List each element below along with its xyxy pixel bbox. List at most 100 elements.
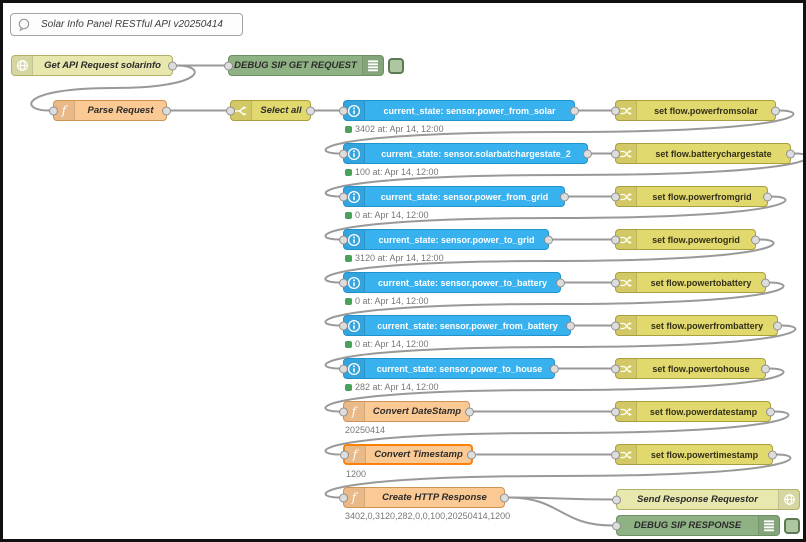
output-port[interactable] bbox=[583, 149, 592, 158]
input-port[interactable] bbox=[339, 321, 348, 330]
ha-current-state-node-power-from-battery[interactable]: current_state: sensor.power_from_battery… bbox=[339, 315, 575, 349]
output-port[interactable] bbox=[465, 407, 474, 416]
output-port[interactable] bbox=[306, 106, 315, 115]
input-port[interactable] bbox=[224, 61, 233, 70]
output-port[interactable] bbox=[751, 235, 760, 244]
change-node-set-powerdatestamp[interactable]: set flow.powerdatestamp bbox=[611, 401, 775, 422]
function-f-icon: f bbox=[344, 402, 365, 421]
shuffle-icon bbox=[616, 316, 637, 335]
info-icon bbox=[344, 230, 365, 249]
input-port[interactable] bbox=[339, 192, 348, 201]
output-port[interactable] bbox=[570, 106, 579, 115]
output-port[interactable] bbox=[766, 407, 775, 416]
output-port[interactable] bbox=[771, 106, 780, 115]
node-label: DEBUG SIP GET REQUEST bbox=[234, 60, 357, 71]
input-port[interactable] bbox=[611, 106, 620, 115]
input-port[interactable] bbox=[611, 235, 620, 244]
change-node-set-powertobattery[interactable]: set flow.powertobattery bbox=[611, 272, 770, 293]
function-node-create-http-response[interactable]: f Create HTTP Response 3402,0,3120,282,0… bbox=[339, 487, 510, 521]
output-port[interactable] bbox=[168, 61, 177, 70]
input-port[interactable] bbox=[339, 364, 348, 373]
ha-current-state-node-power-to-grid[interactable]: current_state: sensor.power_to_grid 3120… bbox=[339, 229, 553, 263]
switch-fork-icon bbox=[231, 101, 252, 120]
output-port[interactable] bbox=[773, 321, 782, 330]
function-node-convert-timestamp[interactable]: f Convert Timestamp 1200 bbox=[340, 444, 476, 479]
output-port[interactable] bbox=[560, 192, 569, 201]
input-port[interactable] bbox=[611, 321, 620, 330]
output-port[interactable] bbox=[763, 192, 772, 201]
change-node-set-powerfromgrid[interactable]: set flow.powerfromgrid bbox=[611, 186, 772, 207]
input-port[interactable] bbox=[339, 407, 348, 416]
input-port[interactable] bbox=[612, 521, 621, 530]
wire[interactable] bbox=[508, 496, 613, 527]
debug-node-response[interactable]: DEBUG SIP RESPONSE bbox=[612, 515, 800, 536]
output-port[interactable] bbox=[467, 450, 476, 459]
change-node-set-powertogrid[interactable]: set flow.powertogrid bbox=[611, 229, 760, 250]
input-port[interactable] bbox=[612, 495, 621, 504]
globe-icon bbox=[12, 56, 33, 75]
change-node-set-powertimestamp[interactable]: set flow.powertimestamp bbox=[611, 444, 777, 465]
node-label: current_state: sensor.power_to_battery bbox=[377, 277, 548, 288]
shuffle-icon bbox=[616, 101, 637, 120]
output-port[interactable] bbox=[786, 149, 795, 158]
input-port[interactable] bbox=[339, 235, 348, 244]
debug-console-icon bbox=[758, 516, 779, 535]
input-port[interactable] bbox=[611, 450, 620, 459]
input-port[interactable] bbox=[340, 450, 349, 459]
node-label: current_state: sensor.solarbatchargestat… bbox=[381, 148, 571, 159]
shuffle-icon bbox=[616, 273, 637, 292]
node-label: set flow.powerdatestamp bbox=[649, 406, 758, 417]
node-label: set flow.powerfromsolar bbox=[654, 105, 758, 116]
http-in-node[interactable]: Get API Request solarinfo bbox=[11, 55, 177, 76]
output-port[interactable] bbox=[556, 278, 565, 287]
debug-enable-toggle[interactable] bbox=[784, 518, 800, 534]
input-port[interactable] bbox=[611, 278, 620, 287]
function-node-convert-datestamp[interactable]: f Convert DateStamp 20250414 bbox=[339, 401, 474, 435]
change-node-set-batterychargestate[interactable]: set flow.batterychargestate bbox=[611, 143, 795, 164]
output-port[interactable] bbox=[566, 321, 575, 330]
ha-current-state-node-power-from-grid[interactable]: current_state: sensor.power_from_grid 0 … bbox=[339, 186, 569, 220]
input-port[interactable] bbox=[49, 106, 58, 115]
output-port[interactable] bbox=[544, 235, 553, 244]
output-port[interactable] bbox=[761, 278, 770, 287]
change-node-set-powerfrombattery[interactable]: set flow.powerfrombattery bbox=[611, 315, 782, 336]
output-port[interactable] bbox=[768, 450, 777, 459]
function-node-parse-request[interactable]: f Parse Request bbox=[49, 100, 171, 121]
node-label: Get API Request solarinfo bbox=[44, 60, 161, 71]
status-dot bbox=[345, 383, 352, 391]
ha-current-state-node-solarbatchargestate[interactable]: current_state: sensor.solarbatchargestat… bbox=[339, 143, 592, 177]
node-status: 3402 at: Apr 14, 12:00 bbox=[345, 124, 444, 134]
output-port[interactable] bbox=[500, 493, 509, 502]
output-port[interactable] bbox=[550, 364, 559, 373]
ha-current-state-node-power-to-battery[interactable]: current_state: sensor.power_to_battery 0… bbox=[339, 272, 565, 306]
switch-node-select-all[interactable]: Select all bbox=[226, 100, 315, 121]
svg-text:f: f bbox=[351, 405, 359, 419]
debug-console-icon bbox=[362, 56, 383, 75]
debug-enable-toggle[interactable] bbox=[388, 58, 404, 74]
info-icon bbox=[344, 316, 365, 335]
node-label: Create HTTP Response bbox=[382, 492, 487, 503]
comment-node[interactable]: Solar Info Panel RESTful API v20250414 bbox=[10, 13, 243, 36]
input-port[interactable] bbox=[611, 364, 620, 373]
input-port[interactable] bbox=[339, 278, 348, 287]
wire[interactable] bbox=[508, 496, 613, 501]
input-port[interactable] bbox=[226, 106, 235, 115]
input-port[interactable] bbox=[339, 493, 348, 502]
change-node-set-powerfromsolar[interactable]: set flow.powerfromsolar bbox=[611, 100, 780, 121]
output-port[interactable] bbox=[761, 364, 770, 373]
change-node-set-powertohouse[interactable]: set flow.powertohouse bbox=[611, 358, 770, 379]
function-f-icon: f bbox=[345, 446, 366, 463]
output-port[interactable] bbox=[162, 106, 171, 115]
input-port[interactable] bbox=[339, 149, 348, 158]
ha-current-state-node-power-to-house[interactable]: current_state: sensor.power_to_house 282… bbox=[339, 358, 559, 392]
input-port[interactable] bbox=[611, 149, 620, 158]
input-port[interactable] bbox=[339, 106, 348, 115]
input-port[interactable] bbox=[611, 407, 620, 416]
info-icon bbox=[344, 273, 365, 292]
shuffle-icon bbox=[616, 230, 637, 249]
input-port[interactable] bbox=[611, 192, 620, 201]
ha-current-state-node-power-from-solar[interactable]: current_state: sensor.power_from_solar 3… bbox=[339, 100, 579, 134]
http-response-node[interactable]: Send Response Requestor bbox=[612, 489, 800, 510]
debug-node-get-request[interactable]: DEBUG SIP GET REQUEST bbox=[224, 55, 404, 76]
